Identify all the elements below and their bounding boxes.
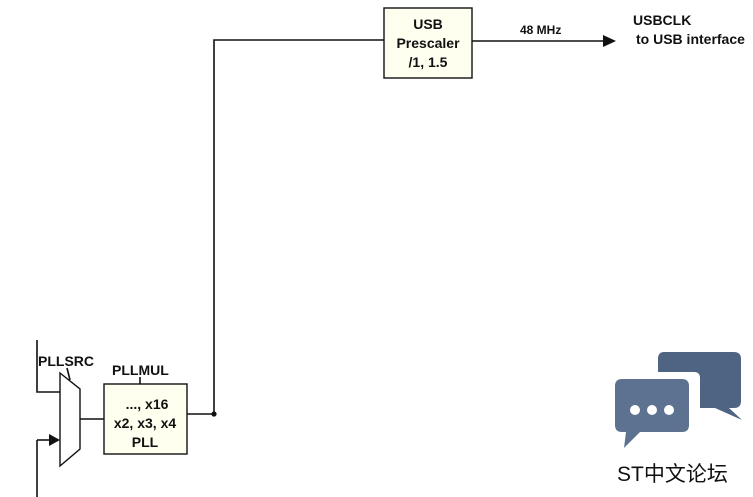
usbclk-label: USBCLK [633, 12, 691, 28]
pllsrc-input-top-wire [36, 340, 60, 393]
chat-dot-icon [647, 405, 657, 415]
pllsrc-select-wire [66, 367, 71, 381]
usbclk-arrowhead [603, 35, 616, 47]
usb-prescaler-line1: USB [413, 16, 443, 32]
pll-box [103, 383, 188, 455]
pllsrc-label: PLLSRC [38, 353, 94, 369]
pllmul-label: PLLMUL [112, 362, 169, 378]
pll-multiplier-low: x2, x3, x4 [114, 415, 176, 431]
chat-dot-icon [664, 405, 674, 415]
forum-logo [615, 352, 742, 448]
pllsrc-mux [59, 371, 81, 468]
pll-name: PLL [132, 434, 159, 450]
usb-prescaler-line3: /1, 1.5 [409, 54, 448, 70]
frequency-label: 48 MHz [520, 23, 561, 37]
pllsrc-input-arrowhead [49, 434, 60, 446]
pll-output-junction [211, 411, 217, 417]
usbclk-destination-label: to USB interface [636, 31, 745, 47]
forum-brand-text: ST中文论坛 [617, 463, 728, 486]
pll-to-prescaler-wire [187, 39, 384, 415]
back-chat-bubble-icon [658, 352, 742, 420]
chat-dot-icon [630, 405, 640, 415]
usb-prescaler-line2: Prescaler [396, 35, 460, 51]
usb-prescaler-box [383, 7, 473, 79]
pll-multiplier-high: ..., x16 [126, 396, 169, 412]
